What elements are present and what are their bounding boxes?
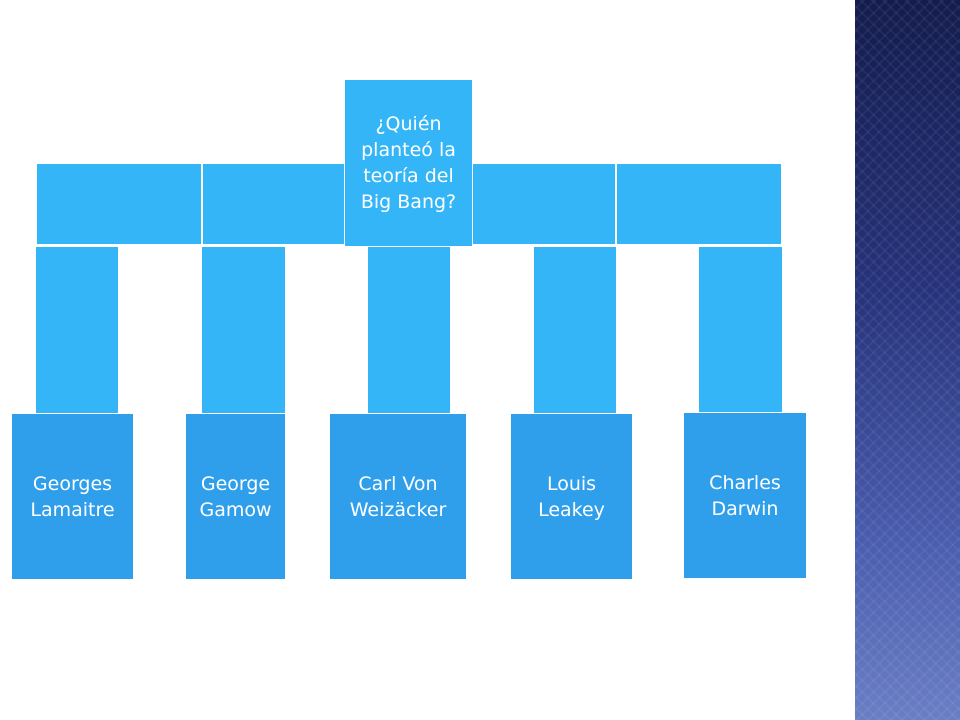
option-box-louis-leakey: Louis Leakey <box>510 413 633 580</box>
option-box-charles-darwin: Charles Darwin <box>683 412 807 579</box>
root-question-line-3: teoría del <box>363 165 454 187</box>
connector-bar-segment-4 <box>448 162 618 246</box>
root-question-line-2: planteó la <box>361 139 456 161</box>
option-label: Charles Darwin <box>709 471 781 520</box>
option-box-george-gamow: George Gamow <box>185 413 286 580</box>
connector-stem-5 <box>698 246 783 414</box>
option-label: Louis Leakey <box>538 472 605 521</box>
connector-stem-3 <box>367 246 451 414</box>
connector-bar-segment-5 <box>615 162 783 246</box>
option-label: Georges Lamaitre <box>30 472 115 521</box>
option-label: George Gamow <box>199 472 272 521</box>
decorative-side-panel <box>855 0 960 720</box>
root-question-box <box>344 79 473 247</box>
root-question-line-4: Big Bang? <box>360 191 457 213</box>
connector-bar-segment-1 <box>35 162 203 246</box>
root-question-line-1: ¿Quién <box>375 113 442 135</box>
option-label: Carl Von Weizäcker <box>349 472 447 521</box>
connector-stem-1 <box>35 246 119 414</box>
root-question-label: ¿Quién planteó la teoría del Big Bang? <box>344 79 473 247</box>
connector-stem-2 <box>201 246 286 414</box>
option-box-georges-lamaitre: Georges Lamaitre <box>11 413 134 580</box>
connector-stem-4 <box>533 246 617 414</box>
option-box-carl-von-weizacker: Carl Von Weizäcker <box>329 413 467 580</box>
connector-bar-segment-2 <box>201 162 369 246</box>
